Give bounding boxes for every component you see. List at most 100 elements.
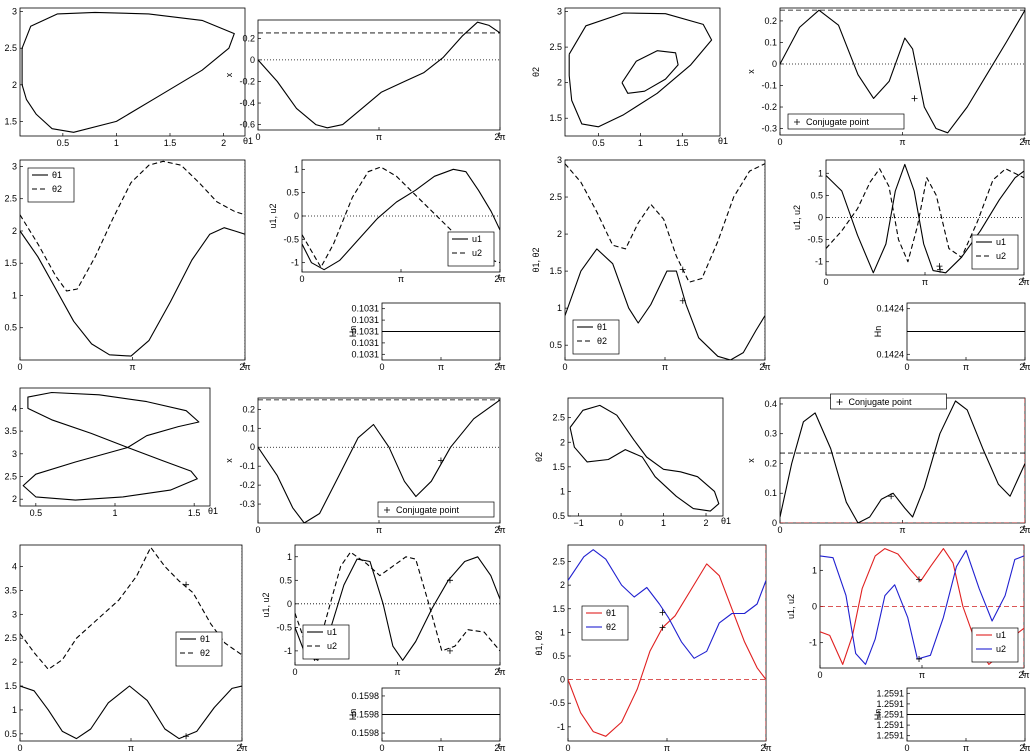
x-tick-label: 0 bbox=[777, 525, 782, 535]
x-tick-label: 0 bbox=[904, 362, 909, 372]
plot-area bbox=[568, 545, 766, 741]
y-tick-label: 1.2591 bbox=[876, 731, 904, 741]
x-axis-label: t bbox=[1022, 668, 1025, 678]
x-axis-label: t bbox=[1022, 275, 1025, 285]
y-tick-label: 1.2591 bbox=[876, 688, 904, 698]
x-tick-label: 2π bbox=[236, 743, 247, 753]
plot-frame bbox=[19, 387, 211, 507]
y-tick-label: 0 bbox=[294, 211, 299, 221]
y-tick-label: 0.5 bbox=[4, 323, 17, 333]
series-line-θ2 bbox=[20, 546, 242, 670]
legend-box bbox=[581, 605, 629, 641]
y-tick-label: -1 bbox=[291, 258, 299, 268]
y-tick-label: 0.1031 bbox=[351, 304, 379, 314]
y-tick-label: 1 bbox=[560, 627, 565, 637]
legend-marker-icon bbox=[384, 507, 390, 513]
x-tick-label: 1 bbox=[638, 138, 643, 148]
conjugate-point-marker bbox=[916, 655, 923, 662]
y-tick-label: 1.5 bbox=[4, 258, 17, 268]
x-axis-label: t bbox=[498, 272, 501, 282]
x-tick-label: π bbox=[376, 132, 382, 142]
y-tick-label: 1.5 bbox=[552, 604, 565, 614]
plot-area bbox=[258, 21, 500, 129]
series-line-θ1 bbox=[20, 685, 242, 740]
y-tick-label: -0.5 bbox=[549, 698, 565, 708]
y-tick-label: 0.5 bbox=[286, 188, 299, 198]
x-tick-label: 0 bbox=[904, 743, 909, 753]
x-tick-label: π bbox=[398, 274, 404, 284]
y-axis-label: θ2 bbox=[531, 67, 541, 77]
x-axis-label: t bbox=[1023, 135, 1026, 145]
legend-box bbox=[175, 631, 223, 667]
y-tick-label: 2 bbox=[557, 229, 562, 239]
x-axis-label: t bbox=[498, 130, 501, 140]
y-tick-label: 1 bbox=[287, 552, 292, 562]
legend-label: u2 bbox=[472, 248, 482, 258]
x-tick-label: 2π bbox=[1019, 137, 1030, 147]
y-tick-label: 2 bbox=[12, 80, 17, 90]
x-tick-label: −1 bbox=[573, 518, 583, 528]
x-axis-label: t bbox=[498, 665, 501, 675]
x-tick-label: 0 bbox=[17, 743, 22, 753]
y-tick-label: 0.5 bbox=[279, 575, 292, 585]
y-tick-label: 2 bbox=[560, 580, 565, 590]
y-tick-label: 2.5 bbox=[4, 194, 17, 204]
y-tick-label: 0.2 bbox=[242, 33, 255, 43]
legend-label: θ2 bbox=[597, 336, 607, 346]
x-tick-label: 0 bbox=[817, 670, 822, 680]
plot-frame bbox=[19, 7, 246, 137]
legend-label: u2 bbox=[327, 641, 337, 651]
y-tick-label: 0.5 bbox=[549, 340, 562, 350]
x-tick-label: 0 bbox=[255, 525, 260, 535]
y-tick-label: 2.5 bbox=[4, 472, 17, 482]
legend-label: θ2 bbox=[606, 622, 616, 632]
x-tick-label: π bbox=[376, 525, 382, 535]
series-line-0 bbox=[780, 9, 1025, 134]
y-tick-label: -0.2 bbox=[761, 102, 777, 112]
x-tick-label: 1 bbox=[112, 508, 117, 518]
y-tick-label: -0.5 bbox=[276, 622, 292, 632]
x-tick-label: 2π bbox=[759, 362, 770, 372]
conjugate-point-marker bbox=[437, 457, 444, 464]
conjugate-point-marker bbox=[916, 576, 923, 583]
conjugate-point-marker bbox=[183, 733, 190, 740]
x-tick-label: 0 bbox=[17, 362, 22, 372]
x-tick-label: π bbox=[129, 362, 135, 372]
plot-area bbox=[22, 391, 200, 501]
y-tick-label: 0.2 bbox=[764, 16, 777, 26]
legend-label: Conjugate point bbox=[806, 117, 870, 127]
series-line-θ1 bbox=[20, 227, 245, 357]
y-axis-label: u1, u2 bbox=[792, 205, 802, 230]
y-tick-label: 1 bbox=[294, 164, 299, 174]
y-tick-label: 0 bbox=[287, 599, 292, 609]
y-tick-label: 0.5 bbox=[810, 190, 823, 200]
series-line-u2 bbox=[826, 168, 1024, 263]
series-line-0 bbox=[569, 404, 720, 512]
legend-label: u1 bbox=[472, 234, 482, 244]
conjugate-point-marker bbox=[937, 266, 944, 273]
y-tick-label: 0.1598 bbox=[351, 691, 379, 701]
series-line-0 bbox=[568, 12, 713, 128]
y-tick-label: 4 bbox=[12, 562, 17, 572]
y-tick-label: 2.5 bbox=[552, 413, 565, 423]
legend: Conjugate point bbox=[377, 501, 495, 518]
y-tick-label: -0.3 bbox=[761, 124, 777, 134]
plot-area bbox=[302, 166, 500, 271]
legend-label: θ1 bbox=[52, 170, 62, 180]
plot-frame bbox=[564, 7, 721, 137]
legend: Conjugate point bbox=[787, 113, 905, 130]
plot-frame bbox=[567, 397, 724, 517]
y-tick-label: 0.5 bbox=[552, 511, 565, 521]
y-tick-label: 0 bbox=[772, 59, 777, 69]
x-tick-label: 0 bbox=[562, 362, 567, 372]
legend-label: θ1 bbox=[200, 634, 210, 644]
y-tick-label: 0 bbox=[812, 602, 817, 612]
x-axis-label: t bbox=[1023, 741, 1026, 751]
